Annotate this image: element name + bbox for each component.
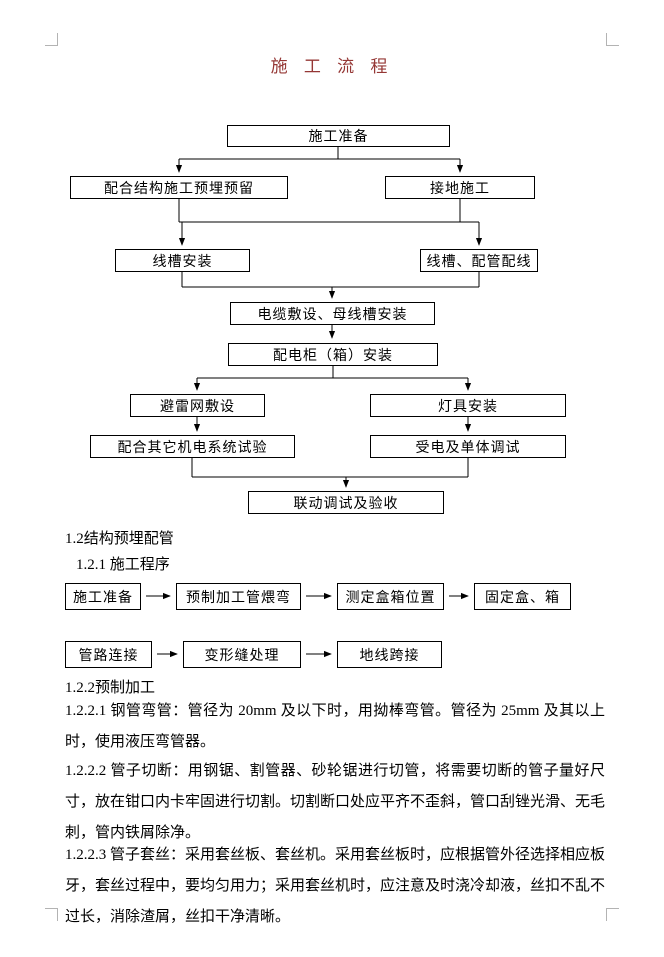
flow-node-cabinet: 配电柜（箱）安装 bbox=[228, 343, 438, 366]
connector-group-cabinet-split bbox=[193, 366, 472, 391]
paragraph-1-2-2-1: 1.2.2.1 钢管弯管：管径为 20mm 及以下时，用拗棒弯管。管径为 25m… bbox=[65, 703, 605, 750]
step-row1-prep: 施工准备 bbox=[65, 583, 141, 610]
heading-1-2-1: 1.2.1 施工程序 bbox=[76, 557, 170, 573]
step-row1-locate-box: 测定盒箱位置 bbox=[337, 583, 444, 610]
flow-node-ground: 接地施工 bbox=[385, 176, 535, 199]
text-boundary-mark-bottom-right bbox=[606, 908, 619, 921]
flow-node-power-test: 受电及单体调试 bbox=[370, 435, 566, 458]
text-boundary-mark-bottom-left bbox=[45, 908, 58, 921]
flow-node-joint-test: 联动调试及验收 bbox=[248, 491, 444, 514]
paragraph-1-2-2-2: 1.2.2.2 管子切断：用钢锯、割管器、砂轮锯进行切管，将需要切断的管子量好尺… bbox=[65, 763, 606, 841]
connector-group-merge-final bbox=[191, 458, 469, 488]
flow-node-lightning: 避雷网敷设 bbox=[130, 394, 265, 417]
flow-node-embed: 配合结构施工预埋预留 bbox=[70, 176, 288, 199]
flow-node-tray: 线槽安装 bbox=[115, 249, 250, 272]
flow-node-lamp: 灯具安装 bbox=[370, 394, 566, 417]
step-row1-fix-box: 固定盒、箱 bbox=[474, 583, 571, 610]
flow-node-cable: 电缆敷设、母线槽安装 bbox=[230, 302, 435, 325]
flow-node-prep: 施工准备 bbox=[227, 125, 450, 147]
step-row2-pipe-connect: 管路连接 bbox=[65, 641, 152, 668]
connector-group-merge-cable bbox=[181, 272, 480, 299]
document-title: 施 工 流 程 bbox=[270, 57, 394, 76]
heading-1-2: 1.2结构预埋配管 bbox=[65, 531, 174, 547]
connector-group-prep-split bbox=[175, 147, 464, 173]
text-boundary-mark-top-right bbox=[606, 33, 619, 46]
step-row2-joint-treat: 变形缝处理 bbox=[183, 641, 301, 668]
paragraph-1-2-2-3: 1.2.2.3 管子套丝：采用套丝板、套丝机。采用套丝板时，应根据管外径选择相应… bbox=[65, 847, 606, 925]
step-row1-prefab-bend: 预制加工管煨弯 bbox=[176, 583, 301, 610]
flow-node-mep-test: 配合其它机电系统试验 bbox=[90, 435, 295, 458]
text-boundary-mark-top-left bbox=[45, 33, 58, 46]
connector-group-cross-1 bbox=[178, 199, 483, 246]
flow-node-conduit: 线槽、配管配线 bbox=[420, 249, 538, 272]
step-row2-earth-bond: 地线跨接 bbox=[337, 641, 442, 668]
heading-1-2-2: 1.2.2预制加工 bbox=[65, 680, 156, 696]
